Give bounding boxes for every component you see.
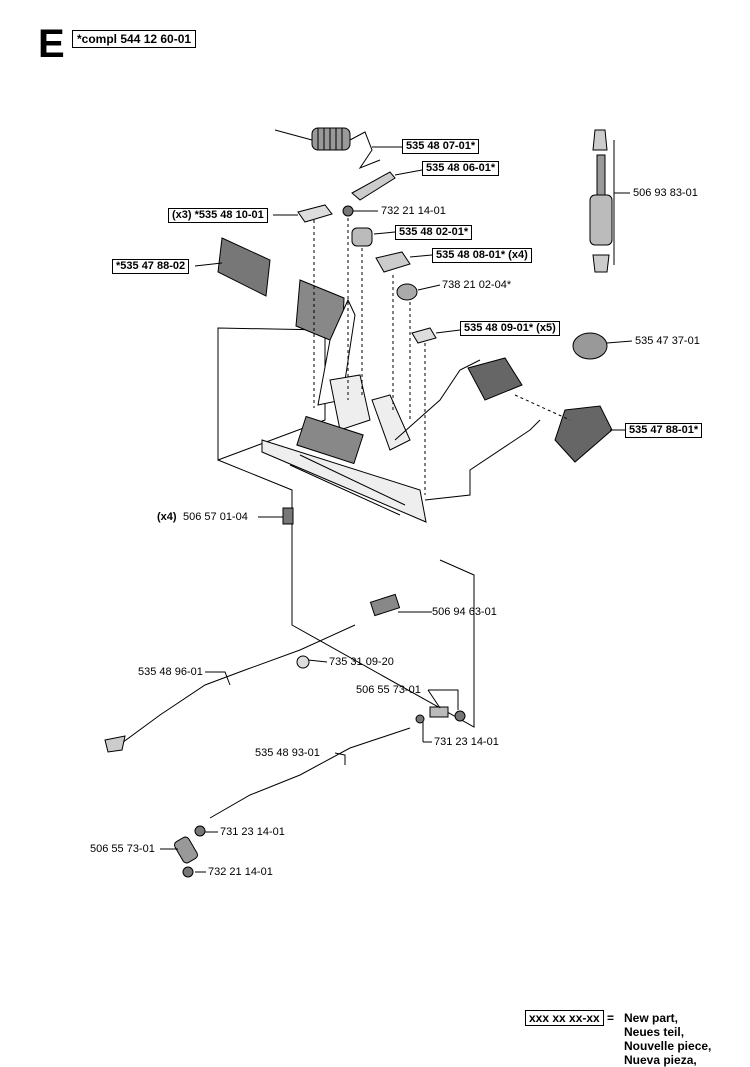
part-label-535480801: 535 48 08-01* (x4) bbox=[432, 248, 532, 263]
pedal-right-upper bbox=[467, 357, 523, 401]
legend-line-4: Nueva pieza, bbox=[624, 1053, 697, 1067]
part-label-535480901: 535 48 09-01* (x5) bbox=[460, 321, 560, 336]
part-label-x4-prefix: (x4) bbox=[157, 511, 177, 523]
part-label-731231401-right: 731 23 14-01 bbox=[434, 736, 499, 748]
legend-code: xxx xx xx-xx bbox=[525, 1010, 604, 1026]
part-label-735310920: 735 31 09-20 bbox=[329, 656, 394, 668]
legend-line-2: Neues teil, bbox=[624, 1025, 685, 1039]
legend-equals: = bbox=[607, 1011, 615, 1025]
pedal-mechanism bbox=[261, 298, 427, 523]
small-plate bbox=[297, 204, 333, 223]
part-label-535480701: 535 48 07-01* bbox=[402, 139, 480, 154]
part-label-506938301: 506 93 83-01 bbox=[633, 187, 698, 199]
pedal-cover-upper bbox=[217, 237, 271, 297]
part-label-535473701: 535 47 37-01 bbox=[635, 335, 700, 347]
section-letter: E bbox=[38, 22, 65, 66]
cable-lower bbox=[209, 727, 411, 819]
leader-lines bbox=[160, 146, 633, 873]
part-label-738210204: 738 21 02-04* bbox=[442, 279, 512, 291]
part-label-506946301: 506 94 63-01 bbox=[432, 606, 497, 618]
part-label-535489601: 535 48 96-01 bbox=[138, 666, 203, 678]
part-label-506557301-left: 506 55 73-01 bbox=[90, 843, 155, 855]
legend: xxx xx xx-xx = New part, Neues teil, Nou… bbox=[525, 1010, 711, 1067]
clip bbox=[375, 251, 411, 273]
part-label-535481001: (x3) *535 48 10-01 bbox=[168, 208, 268, 223]
part-label-732211401-top: 732 21 14-01 bbox=[381, 205, 446, 217]
part-label-535480201: 535 48 02-01* bbox=[395, 225, 473, 240]
cable-upper bbox=[114, 624, 356, 749]
part-label-535478802: *535 47 88-02 bbox=[112, 259, 190, 274]
bracket-plate bbox=[351, 171, 396, 201]
legend-text: New part, Neues teil, Nouvelle piece, Nu… bbox=[624, 1011, 711, 1067]
part-label-732211401-low: 732 21 14-01 bbox=[208, 866, 273, 878]
part-label-506557301-right: 506 55 73-01 bbox=[356, 684, 421, 696]
small-clip bbox=[411, 327, 437, 344]
pedal-arm-right bbox=[394, 359, 541, 501]
spring-lower bbox=[369, 593, 401, 617]
spring-top bbox=[274, 127, 381, 170]
legend-line-3: Nouvelle piece, bbox=[624, 1039, 712, 1053]
part-label-731231401-low: 731 23 14-01 bbox=[220, 826, 285, 838]
part-label-535489301: 535 48 93-01 bbox=[255, 747, 320, 759]
pedal-right-lower bbox=[554, 405, 613, 463]
nut-top bbox=[342, 205, 354, 217]
bushing bbox=[351, 227, 373, 247]
assembly-number: *compl 544 12 60-01 bbox=[72, 30, 197, 48]
legend-line-1: New part, bbox=[624, 1011, 679, 1025]
part-label-535478801: 535 47 88-01* bbox=[625, 423, 703, 438]
bolt-left bbox=[282, 507, 294, 525]
cap bbox=[572, 332, 608, 360]
part-label-535480601: 535 48 06-01* bbox=[422, 161, 500, 176]
shock-absorber bbox=[589, 129, 615, 273]
bearing bbox=[396, 283, 418, 301]
part-label-506570104: 506 57 01-04 bbox=[183, 511, 248, 523]
